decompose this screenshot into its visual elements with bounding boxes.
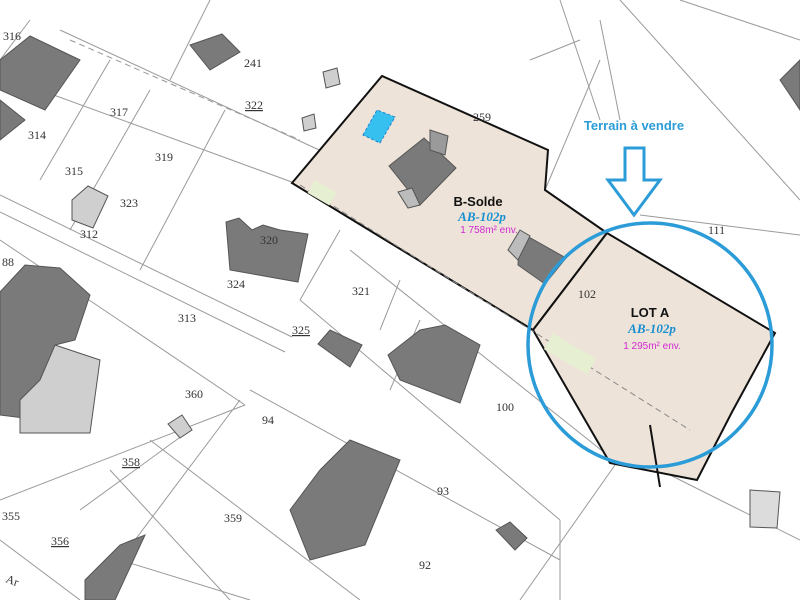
parcel-number: 317 bbox=[110, 105, 128, 119]
parcel-number: 358 bbox=[122, 455, 140, 469]
parcel-number: 102 bbox=[578, 287, 596, 301]
parcel-number: 356 bbox=[51, 534, 69, 548]
parcel-number: 313 bbox=[178, 311, 196, 325]
for-sale-callout: Terrain à vendre bbox=[584, 118, 684, 133]
dashed-easement-line bbox=[299, 184, 691, 431]
green-area bbox=[543, 333, 597, 375]
parcel-number: 359 bbox=[224, 511, 242, 525]
lot-a-notch bbox=[649, 424, 661, 488]
swimming-pool bbox=[362, 109, 396, 144]
parcel-number: 312 bbox=[80, 227, 98, 241]
circle-highlight-icon bbox=[526, 221, 774, 469]
parcel-number: 314 bbox=[28, 128, 46, 142]
road-label: Ar bbox=[4, 572, 21, 589]
parcel-number: 88 bbox=[2, 255, 14, 269]
parcel-number: 259 bbox=[473, 110, 491, 124]
lot-a-ref: AB-102p bbox=[627, 321, 676, 336]
parcel-number: 316 bbox=[3, 29, 21, 43]
parcel-number: 92 bbox=[419, 558, 431, 572]
parcel-number-labels: 316 241 317 322 314 259 319 315 323 312 … bbox=[2, 29, 725, 589]
b-solde-ref: AB-102p bbox=[457, 209, 506, 224]
parcel-number: 94 bbox=[262, 413, 274, 427]
parcel-number: 355 bbox=[2, 509, 20, 523]
b-solde-area: 1 758m² env. bbox=[460, 225, 518, 236]
parcel-number: 324 bbox=[227, 277, 245, 291]
parcel-number: 319 bbox=[155, 150, 173, 164]
parcel-number: 111 bbox=[708, 223, 725, 237]
lot-a-area: 1 295m² env. bbox=[623, 341, 681, 352]
parcel-number: 323 bbox=[120, 196, 138, 210]
parcel-number: 315 bbox=[65, 164, 83, 178]
green-area bbox=[307, 179, 337, 206]
parcel-number: 100 bbox=[496, 400, 514, 414]
parcel-number: 320 bbox=[260, 233, 278, 247]
parcel-number: 321 bbox=[352, 284, 370, 298]
buildings bbox=[0, 33, 800, 600]
b-solde-title: B-Solde bbox=[453, 194, 502, 209]
down-arrow-icon bbox=[605, 146, 663, 218]
lot-a-title: LOT A bbox=[631, 305, 670, 320]
road-edge-dashed bbox=[69, 39, 301, 141]
parcel-number: 360 bbox=[185, 387, 203, 401]
parcel-number: 322 bbox=[245, 98, 263, 112]
parcel-number: 241 bbox=[244, 56, 262, 70]
parcel-number: 325 bbox=[292, 323, 310, 337]
parcel-lot-a[interactable] bbox=[531, 231, 777, 482]
parcel-number: 93 bbox=[437, 484, 449, 498]
